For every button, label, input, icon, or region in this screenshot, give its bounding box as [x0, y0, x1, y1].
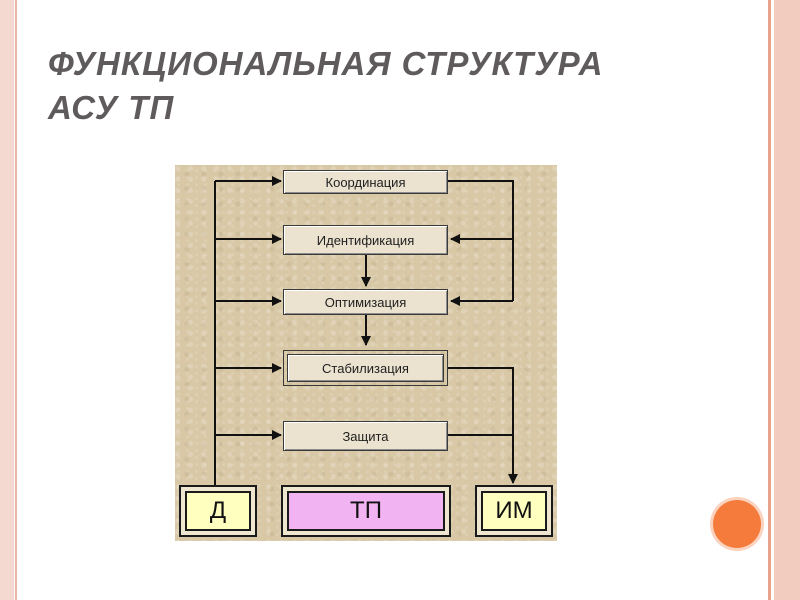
process-label: ТП	[350, 497, 382, 524]
actuator-label: ИМ	[495, 497, 533, 524]
sensor-label: Д	[209, 497, 227, 524]
sensor-box: Д	[179, 485, 257, 537]
process-box: ТП	[281, 485, 451, 537]
function-box-coordination: Координация	[283, 170, 448, 194]
function-box-identification: Идентификация	[283, 225, 448, 255]
function-box-protection: Защита	[283, 421, 448, 451]
process-box-inner: ТП	[287, 491, 445, 531]
left-decorative-line	[15, 0, 17, 600]
right-decorative-band	[764, 0, 800, 600]
coordination-loop	[448, 180, 514, 301]
function-label-coordination: Координация	[325, 174, 406, 190]
function-label-protection: Защита	[342, 428, 389, 444]
function-label-identification: Идентификация	[316, 232, 415, 248]
actuator-box: ИМ	[475, 485, 553, 537]
sensor-box-inner: Д	[185, 491, 251, 531]
left-decorative-band	[0, 0, 14, 600]
diagram-panel: Координация Идентификация Оптимизация Ст…	[175, 165, 557, 541]
slide-title: ФУНКЦИОНАЛЬНАЯ СТРУКТУРА АСУ ТП	[48, 42, 748, 130]
function-label-optimization: Оптимизация	[324, 294, 407, 310]
slide-title-line-2: АСУ ТП	[48, 89, 175, 126]
function-label-stabilization: Стабилизация	[322, 360, 409, 376]
orange-circle-decoration	[713, 500, 761, 548]
function-box-optimization: Оптимизация	[283, 289, 448, 315]
stabilization-to-actuator	[448, 367, 518, 484]
actuator-box-inner: ИМ	[481, 491, 547, 531]
diagram-connectors	[214, 176, 518, 487]
function-box-stabilization: Стабилизация	[283, 350, 448, 386]
slide-title-line-1: ФУНКЦИОНАЛЬНАЯ СТРУКТУРА	[48, 45, 604, 82]
